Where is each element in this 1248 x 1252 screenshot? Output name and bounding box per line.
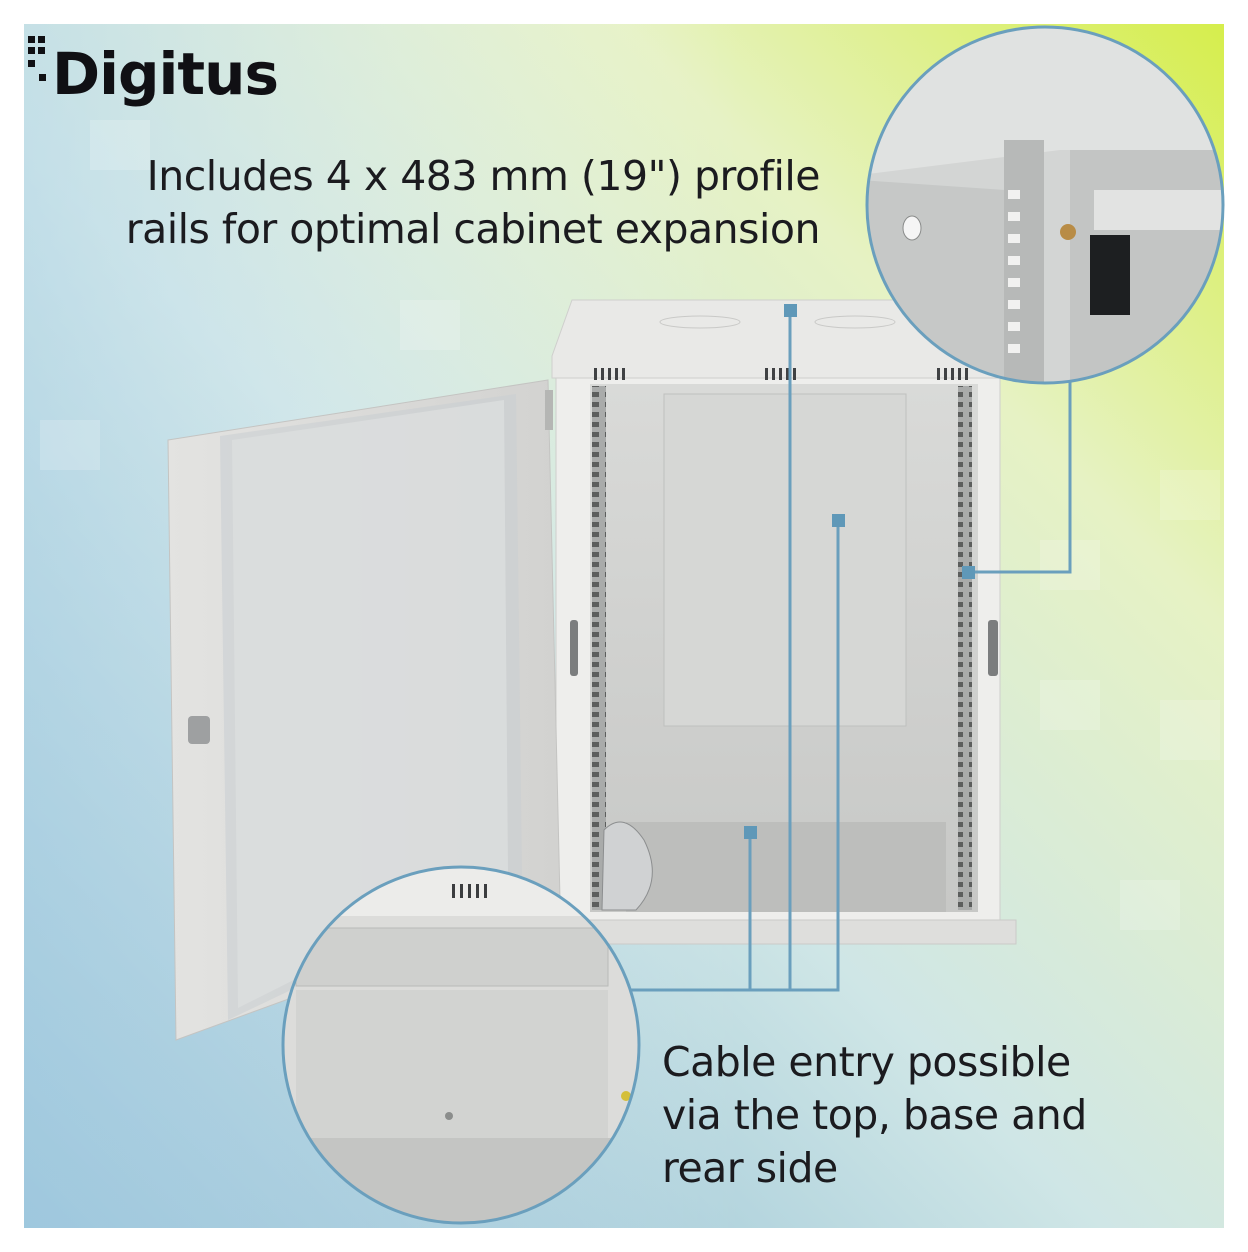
headline-bottom-line-3: rear side [662,1144,838,1192]
headline-top-line-1: Includes 4 x 483 mm (19") profile [146,152,821,200]
profile-rail-left [592,386,606,910]
zoom-rail-detail [867,27,1223,383]
brand-logo: Digitus [26,34,326,114]
callout-markers [744,304,975,839]
headline-bottom-line-1: Cable entry possible [662,1038,1071,1086]
headline-top: Includes 4 x 483 mm (19") profile rails … [60,150,821,256]
accessory-bag [601,821,653,911]
zoom-circle-bottom [281,865,641,1225]
rear-panel [663,393,907,727]
door-lock [188,716,210,744]
cabinet-vents [594,368,968,380]
cabinet-base [626,822,946,912]
profile-rail-right [958,386,972,910]
headline-bottom: Cable entry possible via the top, base a… [662,1036,1202,1195]
decorative-pixels [40,120,1220,930]
brand-name: Digitus [52,40,279,108]
zoom-circle-top [865,25,1225,385]
headline-top-line-2: rails for optimal cabinet expansion [125,205,821,253]
callout-lines [612,312,1072,992]
headline-bottom-line-2: via the top, base and [662,1091,1087,1139]
logo-pixel-icon [28,36,46,81]
